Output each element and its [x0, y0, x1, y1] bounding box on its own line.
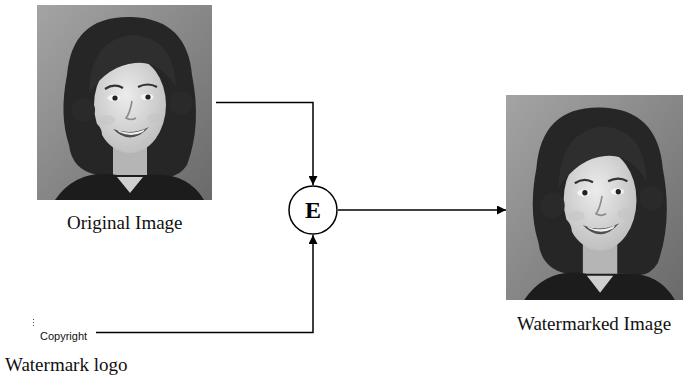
watermarked-portrait	[506, 95, 683, 300]
logo-dots	[33, 319, 34, 326]
embed-circle: E	[288, 185, 338, 235]
arrow-connector	[338, 209, 506, 211]
watermark-logo: CopyrightWatermark logo	[40, 326, 92, 339]
image-caption: Watermarked Image	[517, 313, 671, 335]
watermarked-image: Watermarked Image	[506, 95, 683, 300]
original-portrait	[37, 5, 212, 200]
arrow-connector	[96, 235, 313, 333]
operator-label: E	[305, 197, 321, 223]
logo-caption: Watermark logo	[5, 354, 127, 376]
image-caption: Original Image	[67, 212, 183, 234]
logo-text: Copyright	[40, 330, 87, 343]
original-image: Original Image	[37, 5, 212, 200]
arrow-connector	[216, 103, 313, 186]
